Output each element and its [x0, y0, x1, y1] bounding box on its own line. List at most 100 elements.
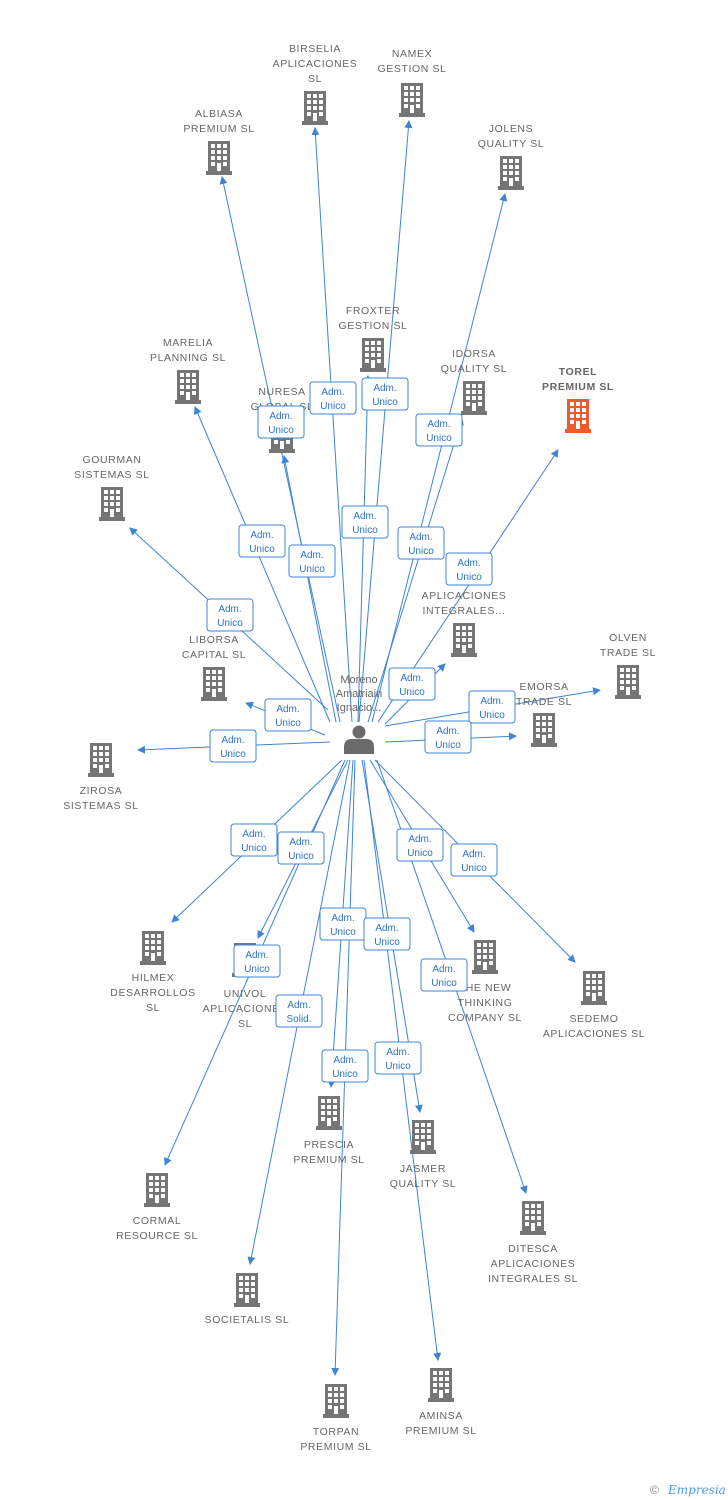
company-label-line: APLICACIONES SL — [543, 1028, 645, 1040]
company-label-line: HILMEX — [132, 972, 175, 984]
role-badge[interactable]: Adm.Unico — [309, 381, 357, 415]
role-badge-box — [388, 667, 436, 701]
role-badge[interactable]: Adm.Unico — [415, 413, 463, 447]
company-label-line: SOCIETALIS SL — [205, 1314, 290, 1326]
company-node-namex[interactable]: NAMEX GESTION SL — [377, 48, 446, 117]
building-icon — [498, 156, 524, 190]
role-badge[interactable]: Adm.Solid. — [275, 994, 323, 1028]
role-badge[interactable]: Adm.Unico — [424, 720, 472, 754]
company-label-line: PREMIUM SL — [542, 381, 614, 393]
company-node-d_aplic[interactable]: D...APLICACIONESINTEGRALES... — [422, 575, 507, 657]
role-badge-text: Adm. — [436, 726, 459, 737]
role-badge-text: Unico — [217, 618, 243, 629]
role-badge-text: Adm. — [269, 411, 292, 422]
role-badge[interactable]: Adm.Unico — [257, 405, 305, 439]
role-badge-box — [309, 381, 357, 415]
company-label-line: APLICACIONES — [203, 1003, 288, 1015]
company-node-torel[interactable]: TOREL PREMIUM SL — [542, 366, 614, 433]
building-icon — [472, 940, 498, 974]
role-badge-text: Adm. — [333, 1055, 356, 1066]
company-label-line: SISTEMAS SL — [74, 469, 149, 481]
role-badge-box — [275, 994, 323, 1028]
role-badge[interactable]: Adm.Unico — [396, 828, 444, 862]
company-label-line: GESTION SL — [338, 320, 407, 332]
brand-logo: Empresia — [667, 1483, 726, 1497]
company-label-line: TORPAN — [313, 1426, 359, 1438]
role-badge[interactable]: Adm.Unico — [363, 917, 411, 951]
role-badge[interactable]: Adm.Unico — [397, 526, 445, 560]
role-badge[interactable]: Adm.Unico — [319, 907, 367, 941]
role-badge-box — [277, 831, 325, 865]
role-badge-text: Unico — [288, 851, 314, 862]
role-badge-text: Unico — [332, 1069, 358, 1080]
role-badge-text: Unico — [275, 718, 301, 729]
role-badge[interactable]: Adm.Unico — [468, 690, 516, 724]
role-badge[interactable]: Adm.Unico — [230, 823, 278, 857]
company-node-sedemo[interactable]: SEDEMO APLICACIONES SL — [543, 971, 645, 1040]
role-badge-box — [363, 917, 411, 951]
role-badge[interactable]: Adm.Unico — [209, 729, 257, 763]
role-badge-text: Adm. — [250, 530, 273, 541]
company-node-torpan[interactable]: TORPAN PREMIUM SL — [300, 1384, 371, 1453]
company-label-line: SEDEMO — [569, 1013, 618, 1025]
company-label-line: PREMIUM SL — [300, 1441, 371, 1453]
role-badge-box — [374, 1041, 422, 1075]
company-label-line: RESOURCE SL — [116, 1230, 198, 1242]
building-icon — [581, 971, 607, 1005]
badges-layer: Adm.UnicoAdm.UnicoAdm.UnicoAdm.UnicoAdm.… — [206, 377, 516, 1083]
role-badge[interactable]: Adm.Unico — [277, 831, 325, 865]
role-badge[interactable]: Adm.Unico — [288, 544, 336, 578]
role-badge[interactable]: Adm.Unico — [238, 524, 286, 558]
role-badge-text: Adm. — [386, 1047, 409, 1058]
role-badge-text: Adm. — [242, 829, 265, 840]
person-icon-head — [352, 725, 366, 739]
role-badge-box — [264, 698, 312, 732]
role-badge[interactable]: Adm. Unico — [321, 1049, 369, 1083]
company-label-line: TOREL — [559, 366, 597, 378]
role-badge[interactable]: Adm.Unico — [420, 958, 468, 992]
company-label-line: ZIROSA — [80, 785, 123, 797]
person-name-line: Moreno — [340, 674, 377, 686]
role-badge[interactable]: Adm.Unico — [445, 552, 493, 586]
company-label-line: APLICACIONES — [422, 590, 507, 602]
role-badge-text: Adm. — [400, 673, 423, 684]
role-badge[interactable]: Adm.Unico — [264, 698, 312, 732]
role-badge-text: Unico — [461, 863, 487, 874]
role-badge-box — [415, 413, 463, 447]
role-badge[interactable]: Adm.Unico — [374, 1041, 422, 1075]
company-label-line: INTEGRALES SL — [488, 1273, 578, 1285]
role-badge[interactable]: Adm.Unico — [388, 667, 436, 701]
person-node[interactable]: MorenoAmatriainIgnacio... — [336, 674, 382, 754]
role-badge-text: Unico — [352, 525, 378, 536]
role-badge[interactable]: Adm.Unico — [450, 843, 498, 877]
role-badge[interactable]: Adm.Unico — [233, 944, 281, 978]
company-label-line: NAMEX — [392, 48, 432, 60]
role-badge[interactable]: Adm.Unico — [206, 598, 254, 632]
company-node-societalis[interactable]: SOCIETALIS SL — [205, 1273, 290, 1326]
company-label-line: GESTION SL — [377, 63, 446, 75]
role-badge[interactable]: Adm.Unico — [361, 377, 409, 411]
company-label-line: PRESCIA — [304, 1139, 354, 1151]
role-badge[interactable]: Adm.Unico — [341, 505, 389, 539]
